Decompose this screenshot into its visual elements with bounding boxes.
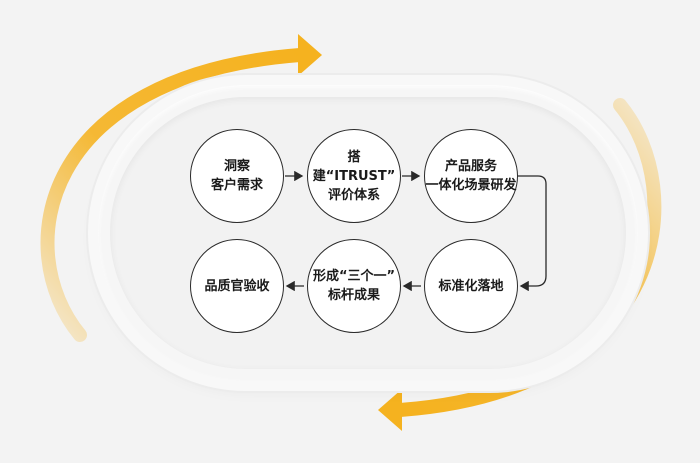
node-insight-customer-needs: 洞察 客户需求	[190, 129, 284, 223]
node-label: 品质官验收	[204, 278, 270, 294]
node-standardization: 标准化落地	[424, 239, 518, 333]
top-loop-arrow-head	[298, 34, 322, 76]
node-label: 产品服务 一体化场景研发	[425, 159, 517, 193]
bottom-loop-arrow-body	[393, 98, 662, 417]
node-build-itrust-system: 搭建“ITRUST” 评价体系	[307, 129, 401, 223]
node-label: 搭建“ITRUST” 评价体系	[312, 149, 396, 203]
node-product-service-rd: 产品服务 一体化场景研发	[424, 129, 518, 223]
node-benchmark-results: 形成“三个一” 标杆成果	[307, 239, 401, 333]
connector-3-4	[518, 175, 547, 292]
node-label: 形成“三个一” 标杆成果	[312, 269, 396, 303]
node-label: 标准化落地	[438, 278, 504, 294]
node-quality-acceptance: 品质官验收	[190, 239, 284, 333]
bottom-loop-arrow-head	[378, 389, 402, 431]
node-label: 洞察 客户需求	[210, 159, 263, 193]
top-loop-arrow-body	[40, 48, 307, 342]
